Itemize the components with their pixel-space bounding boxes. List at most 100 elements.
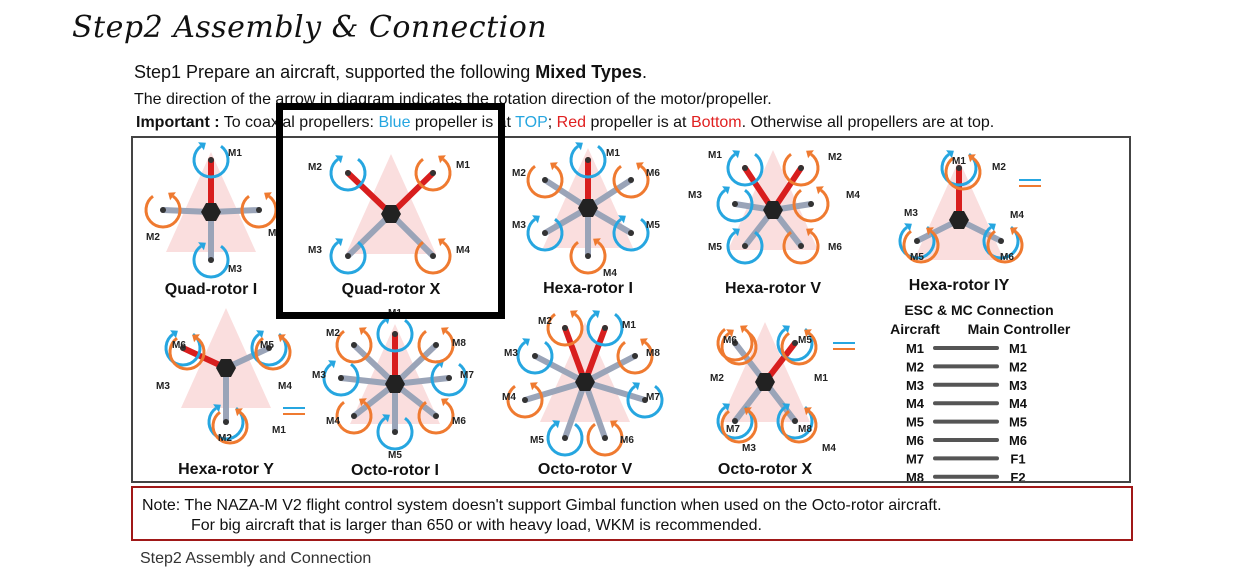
motor-icon xyxy=(732,418,738,424)
motor-label: M6 xyxy=(723,335,737,346)
motor-label: M6 xyxy=(620,435,634,446)
motor-label: M2 xyxy=(538,316,552,327)
rotation-arrow-icon xyxy=(441,327,449,336)
flight-controller-hub xyxy=(216,359,236,377)
rotation-arrow-icon xyxy=(235,408,243,417)
propeller-arc xyxy=(782,230,820,265)
motor-label: M3 xyxy=(688,190,702,201)
aircraft-name: Quad-rotor X xyxy=(342,281,441,298)
motor-label: M3 xyxy=(308,245,322,256)
rotation-arrow-icon xyxy=(740,325,748,334)
rotation-arrow-icon xyxy=(522,338,530,347)
orientation-cone xyxy=(346,154,436,254)
orientation-cone xyxy=(720,322,810,422)
rotation-arrow-icon xyxy=(382,414,390,423)
motor-icon xyxy=(208,257,214,263)
motor-label: M2 xyxy=(828,152,842,163)
aircraft-name: Quad-rotor I xyxy=(165,281,257,298)
aircraft-name: Octo-rotor I xyxy=(351,462,439,479)
propeller-arc xyxy=(526,217,564,252)
flight-controller-hub xyxy=(575,373,595,391)
flight-controller-hub xyxy=(201,203,221,221)
coaxial-equals-icon xyxy=(1019,179,1041,187)
rotation-arrow-icon xyxy=(782,403,790,412)
step1-prefix: Step1 Prepare an aircraft, supported the… xyxy=(134,62,536,82)
propeller-arc xyxy=(569,240,607,275)
arm xyxy=(388,211,436,259)
motor-icon xyxy=(180,345,186,351)
important-top-word: TOP xyxy=(515,114,548,131)
rotation-arrow-icon xyxy=(550,162,558,171)
rotation-arrow-icon xyxy=(532,215,540,224)
arm xyxy=(522,379,588,403)
step1-mixed-types: Mixed Types xyxy=(535,62,642,82)
propeller-arc xyxy=(782,152,820,187)
rotation-arrow-icon xyxy=(806,228,814,237)
arm xyxy=(582,379,608,441)
esc-controller-label: M3 xyxy=(1009,378,1027,393)
esc-aircraft-label: M2 xyxy=(906,359,924,374)
propeller-arc xyxy=(376,416,414,451)
aircraft-name: Hexa-rotor IY xyxy=(909,277,1010,294)
propeller-arc xyxy=(586,422,624,457)
rotation-arrow-icon xyxy=(592,310,600,319)
motor-label: M4 xyxy=(456,245,470,256)
rotation-arrow-icon xyxy=(198,242,206,251)
propeller-arc xyxy=(776,405,814,440)
esc-connection-bar xyxy=(933,456,999,461)
rotation-arrow-icon xyxy=(575,142,583,151)
propeller-arc xyxy=(626,384,664,419)
motor-icon xyxy=(628,177,634,183)
esc-aircraft-label: M5 xyxy=(906,415,924,430)
esc-aircraft-label: M8 xyxy=(906,470,924,481)
esc-controller-label: M6 xyxy=(1009,433,1027,448)
motor-label: M7 xyxy=(646,392,660,403)
propeller-arc xyxy=(516,340,554,375)
esc-aircraft-label: M4 xyxy=(906,396,925,411)
rotation-arrow-icon xyxy=(636,162,644,171)
motor-label: M5 xyxy=(530,435,544,446)
propeller-arc xyxy=(168,336,206,371)
important-label: Important : xyxy=(136,114,220,131)
propeller-arc xyxy=(720,409,758,444)
rotation-arrow-icon xyxy=(335,155,343,164)
orientation-cone xyxy=(728,150,818,250)
propeller-arc xyxy=(335,400,373,435)
rotation-arrow-icon xyxy=(441,398,449,407)
rotation-arrow-icon xyxy=(904,223,912,232)
important-note: Important : To coaxial propellers: Blue … xyxy=(136,114,994,132)
motor-label: M3 xyxy=(312,370,326,381)
rotation-arrow-icon xyxy=(438,238,446,247)
important-bottom-word: Bottom xyxy=(690,114,742,131)
front-arm xyxy=(388,170,436,217)
propeller-arc xyxy=(716,327,754,362)
rotation-arrow-icon xyxy=(926,227,934,236)
propeller-arc xyxy=(716,405,754,440)
rotation-arrow-icon xyxy=(168,192,176,201)
motor-label: M1 xyxy=(606,148,620,159)
motor-label: M3 xyxy=(512,220,526,231)
motor-icon xyxy=(562,325,568,331)
aircraft-name: Hexa-rotor I xyxy=(543,280,633,297)
motor-label: M4 xyxy=(603,268,617,279)
propeller-arc xyxy=(546,312,584,347)
motor-icon xyxy=(542,230,548,236)
rotation-arrow-icon xyxy=(192,334,200,343)
motor-label: M4 xyxy=(822,443,836,454)
motor-icon xyxy=(266,345,272,351)
propeller-arc xyxy=(569,144,607,179)
motor-icon xyxy=(792,340,798,346)
motor-label: M6 xyxy=(828,242,842,253)
propeller-arc xyxy=(417,329,455,364)
flight-controller-hub xyxy=(578,199,598,217)
motor-icon xyxy=(998,238,1004,244)
propeller-arc xyxy=(898,225,936,260)
esc-connection-bar xyxy=(933,438,999,442)
motor-label: M3 xyxy=(156,381,170,392)
rotation-arrow-icon xyxy=(732,150,740,159)
